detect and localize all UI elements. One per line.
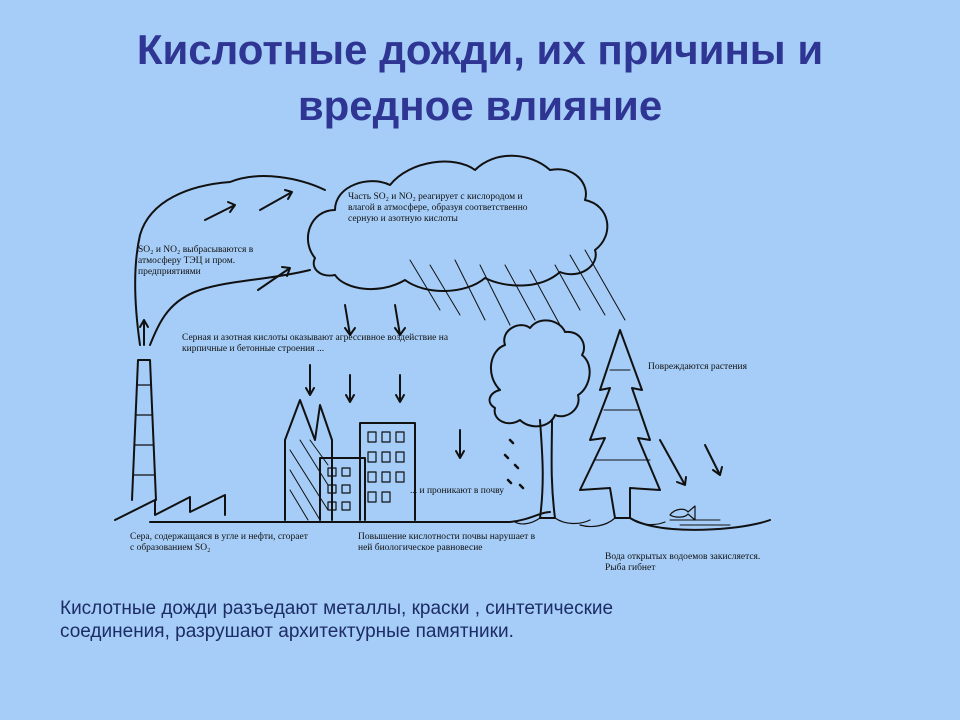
caption-line-1: Кислотные дожди разъедают металлы, краск… xyxy=(60,598,614,619)
rain-arrow-4 xyxy=(345,374,355,403)
rain-arrow-2 xyxy=(394,304,406,336)
diagram-drawing xyxy=(114,154,771,531)
rain-arrow-3 xyxy=(305,364,315,396)
rain-arrow-8 xyxy=(659,439,687,486)
pond xyxy=(629,517,771,531)
label-coal: Сера, содержащаяся в угле и нефти, сгора… xyxy=(130,532,308,553)
factory xyxy=(114,494,226,521)
cloud xyxy=(306,154,609,292)
rain-arrow-6 xyxy=(455,429,465,459)
fish xyxy=(669,505,696,521)
roots xyxy=(514,517,666,528)
label-plants: Повреждаются растения xyxy=(648,362,747,372)
label-soil-acidity: Повышение кислотности почвы нарушает в н… xyxy=(358,532,536,553)
label-emission: SO₂ и NO₂ выбрасываются в атмосферу ТЭЦ … xyxy=(138,245,254,277)
label-cloud-reaction: Часть SO₂ и NO₂ реагирует с кислородом и… xyxy=(348,192,528,224)
deciduous-tree xyxy=(488,319,591,428)
emission-arrow-2 xyxy=(259,189,293,211)
label-buildings: Серная и азотная кислоты оказывают агрес… xyxy=(182,333,449,354)
caption-line-2: соединения, разрушают архитектурные памя… xyxy=(60,621,514,642)
emission-arrow-4 xyxy=(139,319,149,346)
page-title: Кислотные дожди, их причины и вредное вл… xyxy=(0,22,960,134)
gothic-building xyxy=(284,399,333,521)
ground xyxy=(149,511,551,523)
tall-building xyxy=(359,422,416,521)
rain-arrow-5 xyxy=(395,374,405,403)
label-water: Вода открытых водоемов закисляется. Рыба… xyxy=(605,552,761,573)
conifer-tree xyxy=(579,329,661,519)
caption: Кислотные дожди разъедают металлы, краск… xyxy=(60,597,840,643)
chimney xyxy=(131,359,157,501)
label-soil-penetrate: ... и проникают в почву xyxy=(410,486,505,496)
emission-arrow-1 xyxy=(204,201,236,221)
acid-rain-diagram: SO₂ и NO₂ выбрасываются в атмосферу ТЭЦ … xyxy=(110,140,790,580)
rain xyxy=(409,249,626,326)
rain-arrow-1 xyxy=(344,304,356,336)
rain-arrow-7 xyxy=(704,444,723,476)
low-building xyxy=(319,457,366,521)
page-title-line-1: Кислотные дожди, их причины и xyxy=(136,26,824,73)
page-title-line-2: вредное влияние xyxy=(297,82,663,129)
emission-arrow-3 xyxy=(257,266,291,291)
